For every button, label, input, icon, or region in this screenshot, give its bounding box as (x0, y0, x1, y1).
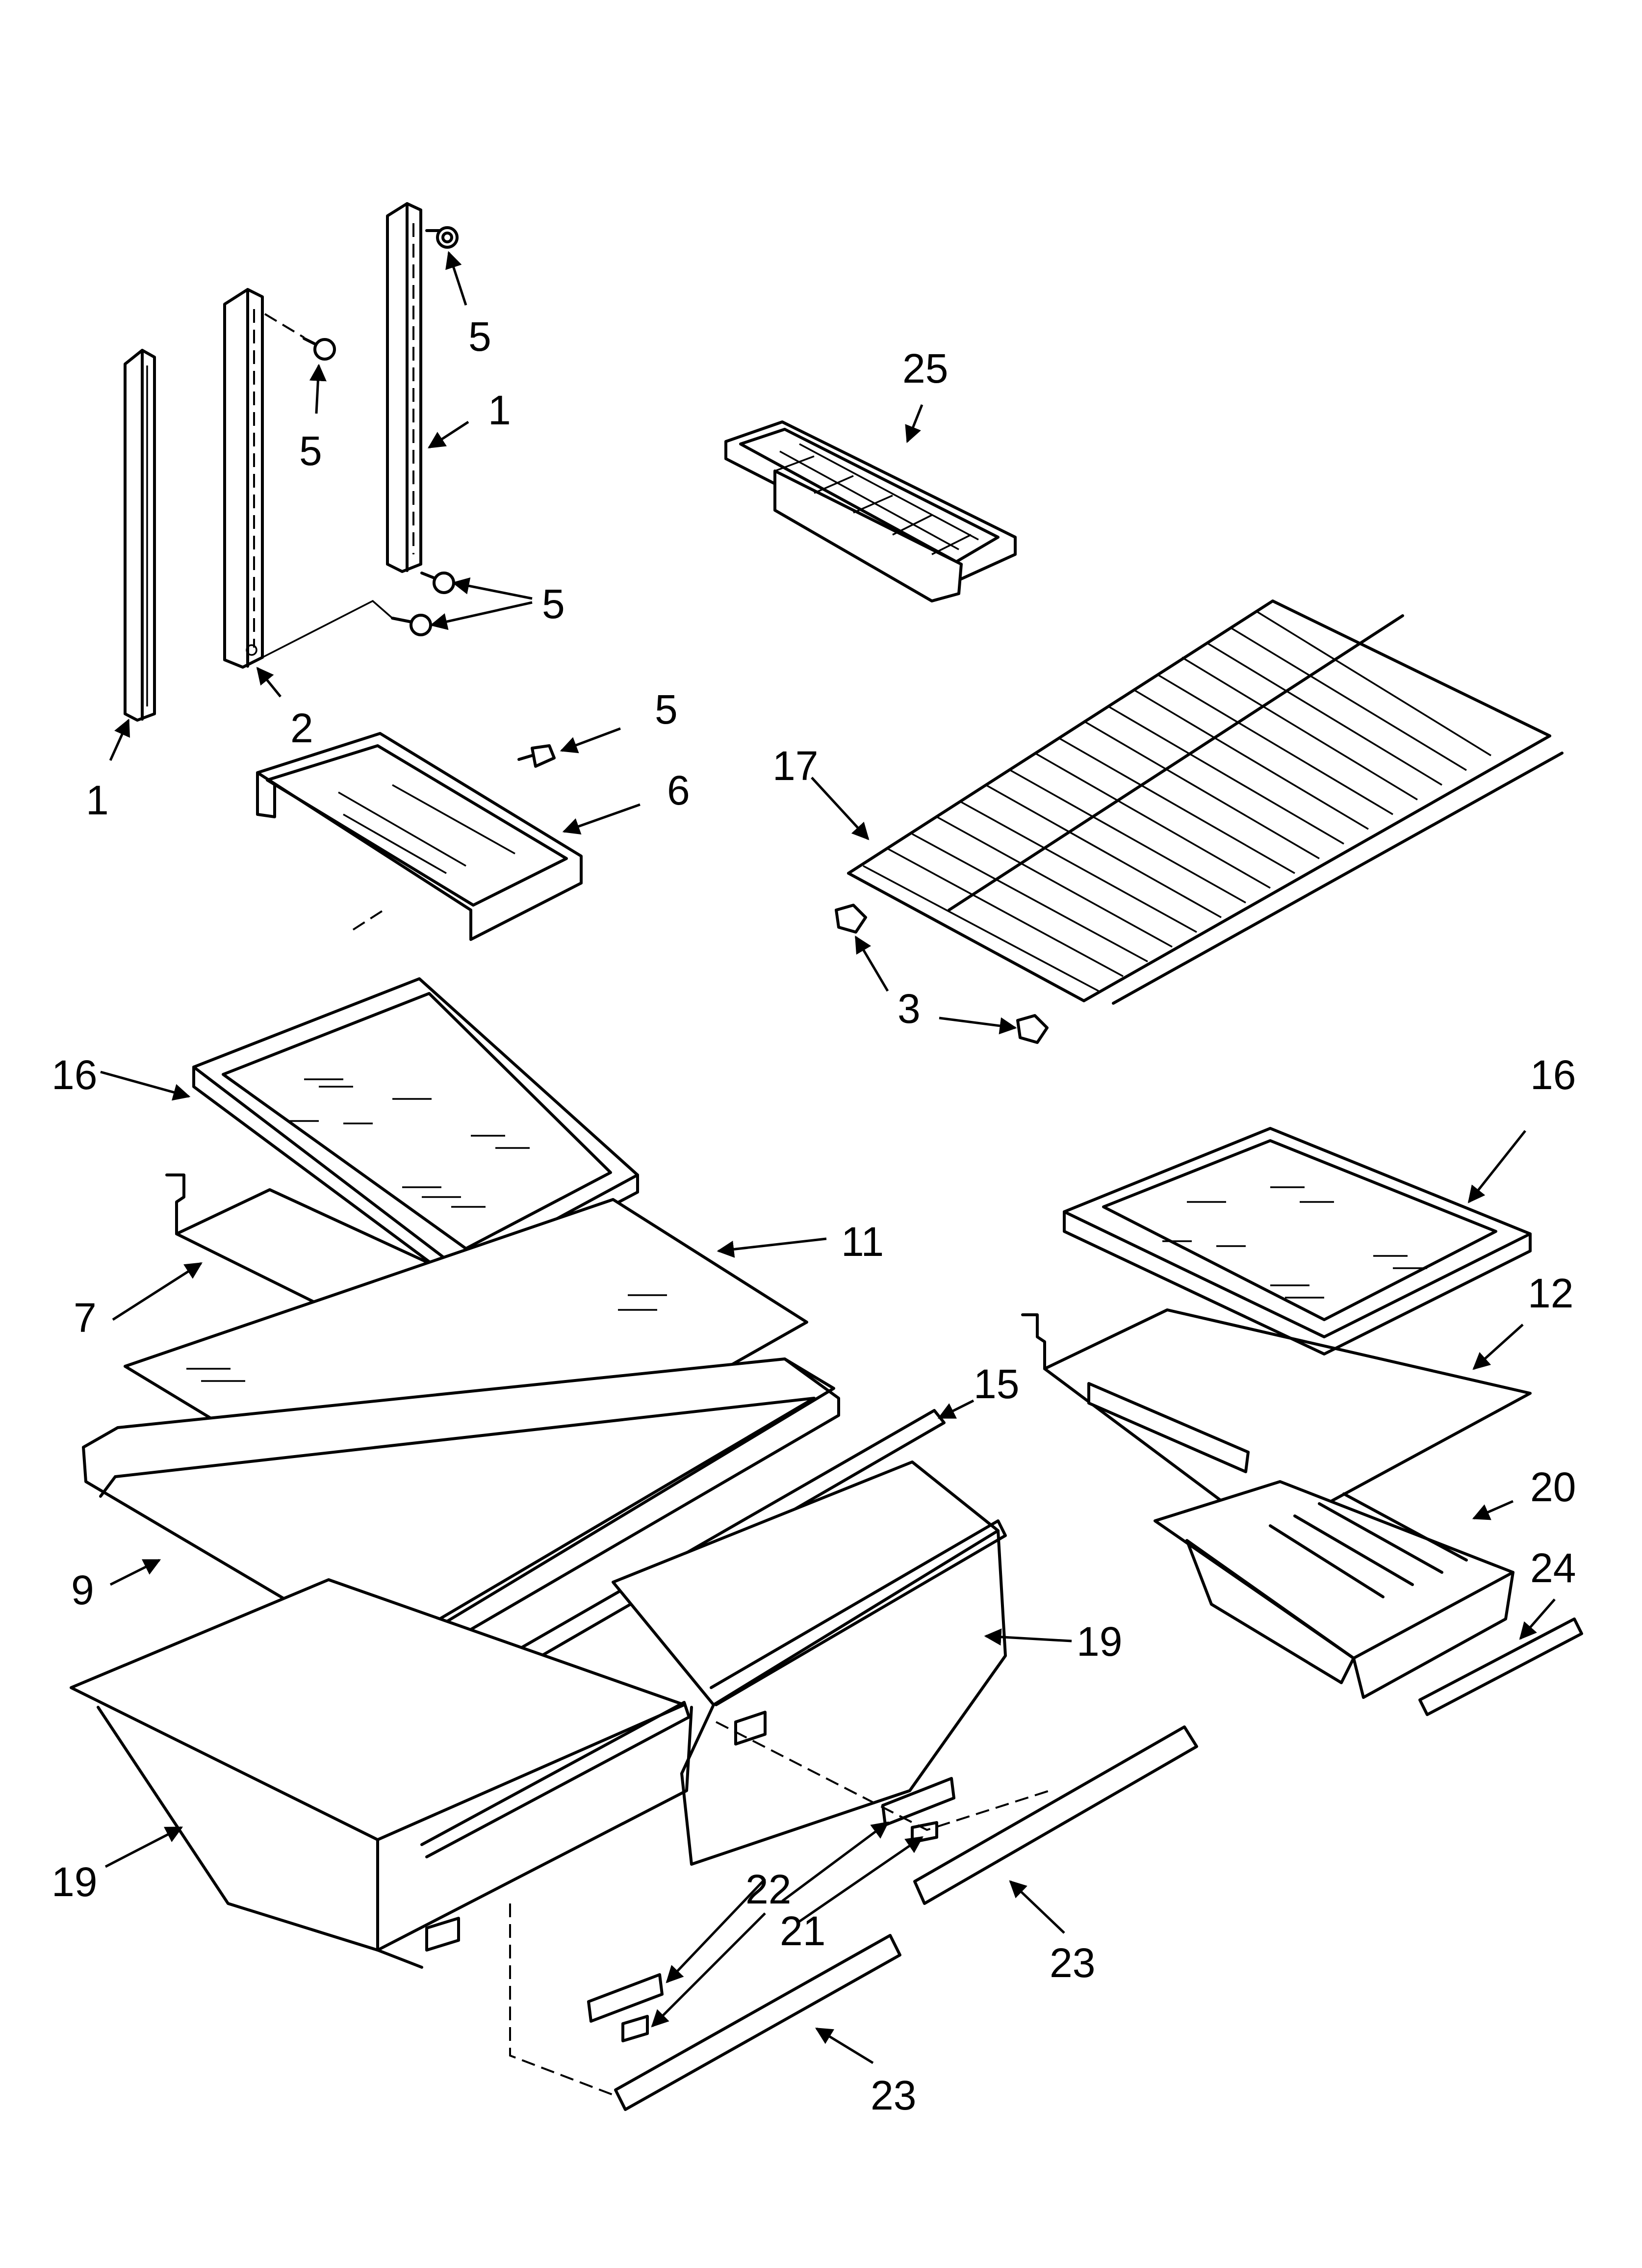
glass-shelf-right (1063, 1127, 1532, 1356)
callout-22: 22 (745, 1866, 791, 1912)
shelf-support-a (835, 904, 867, 934)
callout-16-left: 16 (51, 1052, 97, 1098)
callout-3: 3 (898, 986, 921, 1032)
crisper-drawer-left (70, 1578, 693, 1969)
callout-5-top: 5 (468, 313, 491, 360)
trim-strip-left (614, 1934, 901, 2111)
callout-5-mid: 5 (299, 428, 322, 474)
callout-21: 21 (780, 1908, 825, 1954)
callout-1-left: 1 (86, 777, 109, 823)
callout-20: 20 (1530, 1464, 1576, 1510)
callout-2: 2 (290, 705, 313, 751)
shelf-rail-right (386, 202, 422, 573)
callout-16-right: 16 (1530, 1052, 1576, 1098)
callout-6: 6 (667, 767, 690, 813)
assembly-line-b (716, 1721, 1050, 1831)
callout-9: 9 (71, 1567, 94, 1613)
shelf-rail-center (223, 288, 264, 669)
wire-shelf (847, 600, 1564, 1005)
callout-12: 12 (1528, 1270, 1573, 1316)
leader-lines (100, 251, 1556, 2064)
callout-5-lower: 5 (542, 581, 565, 627)
callout-15: 15 (974, 1361, 1019, 1407)
bracket-shelf (256, 732, 583, 941)
ice-cube-tray (724, 420, 1017, 602)
screw-mid (264, 313, 336, 361)
meat-drawer (1154, 1480, 1514, 1699)
callout-23-left: 23 (871, 2072, 916, 2118)
callout-19-left: 19 (51, 1859, 97, 1905)
callout-7: 7 (74, 1295, 97, 1341)
assembly-line-a (509, 1903, 614, 2096)
crisper-cover-frame (82, 1357, 840, 1669)
screw-lower-a (420, 572, 455, 594)
crisper-drawer-right (612, 1460, 1007, 1866)
screw-bracket (517, 744, 556, 768)
clip-right (881, 1777, 955, 1844)
callout-23-right: 23 (1050, 1940, 1095, 1986)
callout-5-bracket: 5 (655, 686, 678, 732)
callout-17: 17 (772, 743, 818, 789)
callout-25: 25 (902, 345, 948, 391)
callout-24: 24 (1530, 1545, 1576, 1591)
screw-top (425, 226, 459, 249)
shelf-rail-left (124, 349, 156, 722)
callout-11: 11 (841, 1219, 884, 1265)
screw-lower-b (262, 600, 432, 658)
callout-1-right: 1 (488, 387, 511, 433)
clip-left (587, 1973, 664, 2042)
meat-drawer-trim (1418, 1617, 1583, 1716)
trim-strip-right (913, 1725, 1198, 1905)
shelf-support-b (1016, 1014, 1049, 1044)
callout-19-right: 19 (1077, 1618, 1122, 1665)
